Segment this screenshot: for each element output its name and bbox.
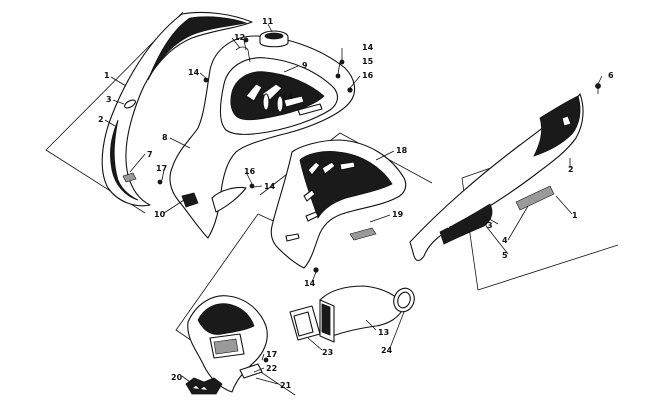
- air-duct: [319, 285, 405, 343]
- clamp-ring-24: [393, 287, 415, 313]
- callout-label: 16: [362, 71, 374, 80]
- callout-label: 11: [262, 17, 274, 26]
- callout-label: 1: [572, 211, 578, 220]
- gasket-23: [289, 305, 321, 341]
- callout-label: 14: [264, 182, 276, 191]
- lower-bumper: [185, 295, 268, 395]
- inner-tray: [270, 139, 407, 273]
- callout-label: 15: [362, 57, 374, 66]
- cap-part: [259, 30, 289, 48]
- leader-lines: [104, 23, 603, 385]
- callout-label: 14: [362, 43, 374, 52]
- callout-label: 4: [502, 236, 508, 245]
- callout-label: 13: [378, 328, 389, 337]
- callout-label: 14: [282, 92, 294, 101]
- callout-label: 21: [280, 381, 292, 390]
- callout-label: 8: [162, 133, 168, 142]
- callout-label: 14: [304, 279, 316, 288]
- main-hood: [169, 35, 356, 239]
- callout-label: 12: [234, 33, 245, 42]
- wire-clip: [235, 37, 251, 63]
- callout-label: 3: [106, 95, 112, 104]
- callout-labels: 1 3 2 7 17 10 8 12 11 14 9 14 14 15 16 1…: [98, 17, 614, 390]
- callout-label: 5: [502, 251, 508, 260]
- callout-label: 22: [266, 364, 277, 373]
- callout-label: 10: [154, 210, 166, 219]
- callout-label: 3: [487, 221, 493, 230]
- callout-label: 17: [266, 350, 277, 359]
- callout-label: 9: [302, 61, 308, 70]
- callout-label: 6: [608, 71, 614, 80]
- callout-label: 16: [244, 167, 256, 176]
- screw-6: [595, 83, 601, 94]
- callout-label: 18: [396, 146, 408, 155]
- callout-label: 19: [392, 210, 404, 219]
- callout-label: 14: [188, 68, 200, 77]
- left-side-panel: [101, 11, 253, 207]
- callout-label: 7: [147, 150, 153, 159]
- callout-label: 1: [104, 71, 110, 80]
- callout-label: 23: [322, 348, 333, 357]
- callout-label: 2: [568, 165, 574, 174]
- callout-label: 24: [381, 346, 393, 355]
- callout-label: 17: [156, 164, 167, 173]
- right-side-panel: ARCTIC CAT: [409, 93, 584, 262]
- callout-label: 20: [171, 373, 183, 382]
- callout-label: 2: [98, 115, 104, 124]
